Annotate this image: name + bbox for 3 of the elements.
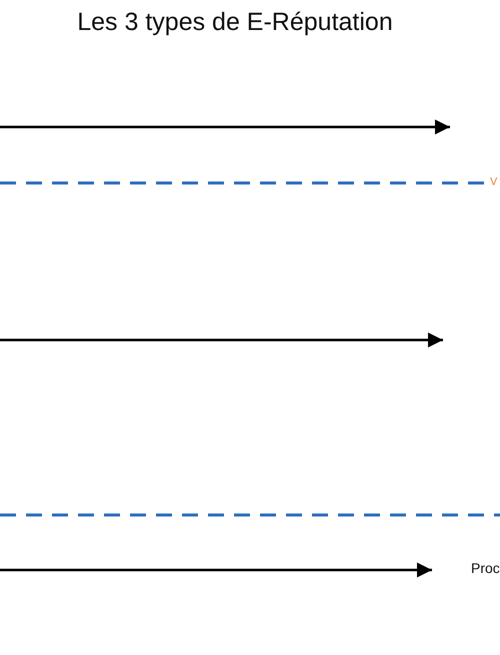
label-text: V [490,176,498,188]
title: Les 3 types de E-Réputation [76,8,394,37]
label-text: Proc [471,560,500,576]
